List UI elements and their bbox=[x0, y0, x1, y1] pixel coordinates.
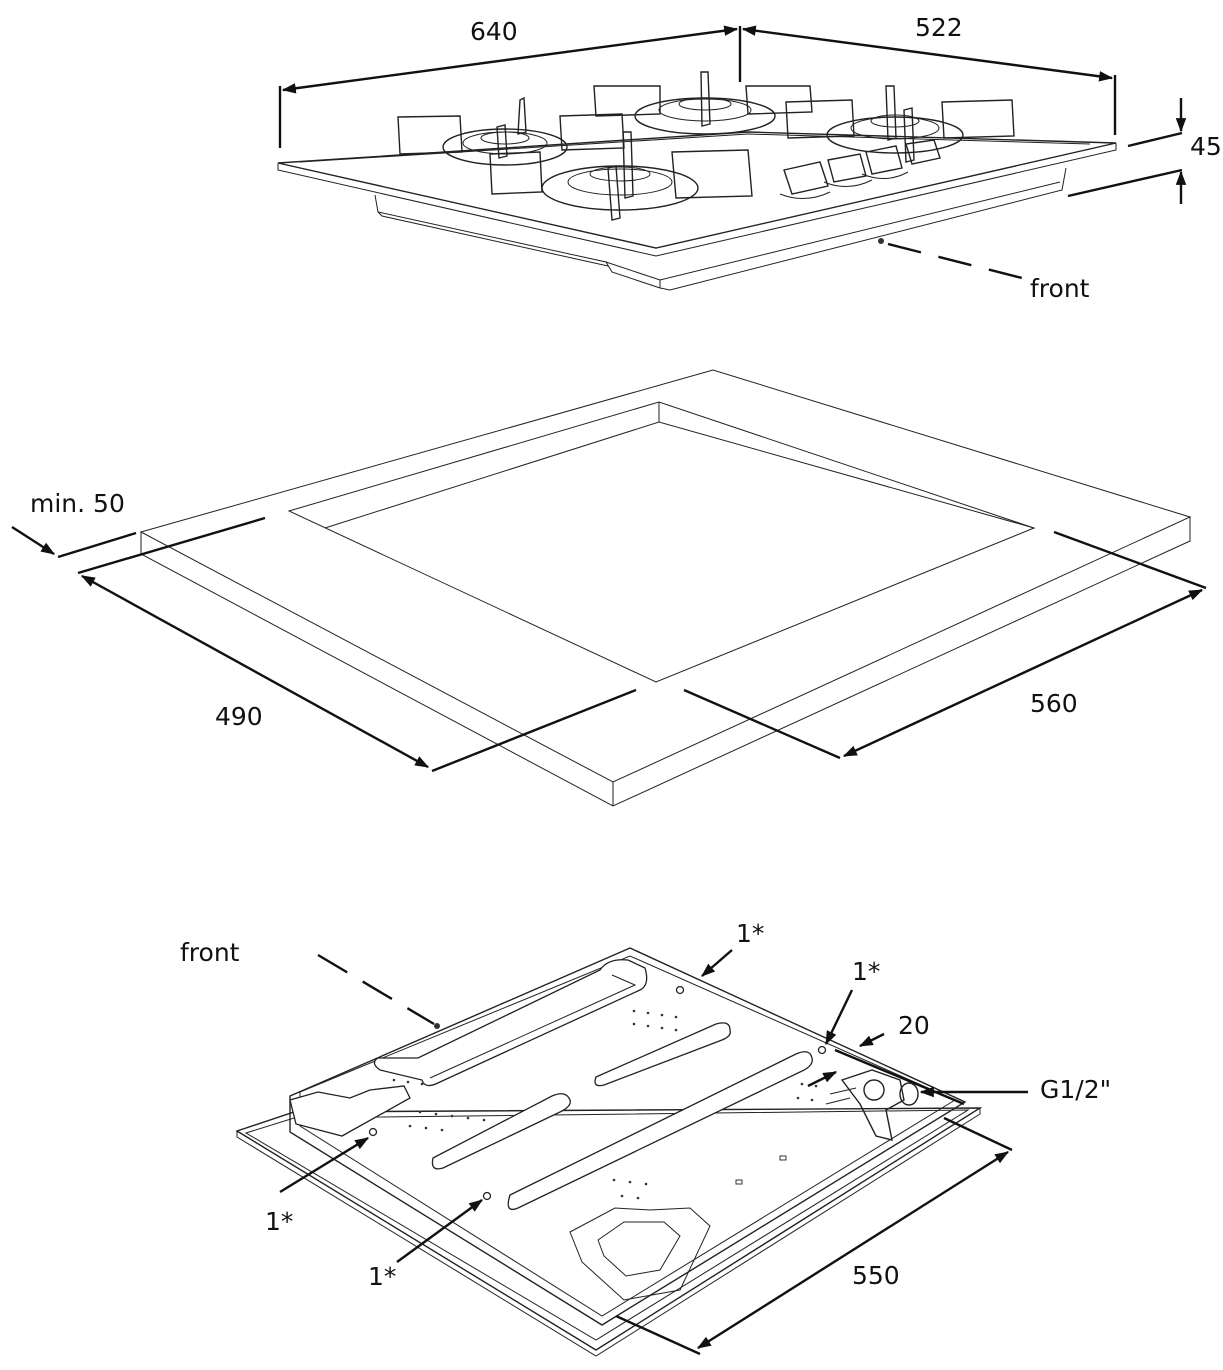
cutout-width-label: 560 bbox=[1030, 689, 1078, 718]
min-distance-label: min. 50 bbox=[30, 489, 125, 518]
hob-bottom-view: front 1* 1* 1* 1* 20 G1/2" bbox=[180, 919, 1111, 1357]
hob-height-label: 45 bbox=[1190, 132, 1222, 161]
fixing-callout-top: 1* bbox=[701, 919, 764, 977]
hob-bottom-vents bbox=[392, 1009, 818, 1200]
fixing-label-2: 1* bbox=[852, 957, 880, 986]
dimension-640: 640 bbox=[278, 17, 742, 148]
front-label-bottom: front bbox=[180, 938, 240, 967]
burner-front bbox=[489, 131, 753, 221]
burner-left bbox=[397, 96, 625, 166]
front-marker-top: front bbox=[878, 238, 1090, 303]
dimension-min-50: min. 50 bbox=[11, 489, 137, 559]
gas-side-depth-label: 550 bbox=[852, 1261, 900, 1290]
gas-connection-label: G1/2" bbox=[1040, 1075, 1111, 1104]
hob-top-view: 640 522 45 front bbox=[277, 13, 1222, 303]
burner-top bbox=[593, 71, 813, 135]
burner-right bbox=[785, 85, 1015, 163]
gas-connection-callout: G1/2" bbox=[919, 1075, 1111, 1104]
gas-inlet-offset-label: 20 bbox=[898, 1011, 930, 1040]
gas-inlet-fitting bbox=[825, 1069, 919, 1141]
dimension-550: 550 bbox=[615, 1116, 1013, 1356]
fixing-callout-bottom: 1* bbox=[368, 1199, 483, 1291]
hob-glass-plate bbox=[277, 131, 1117, 257]
hob-depth-label: 522 bbox=[915, 13, 963, 42]
cutout-depth-label: 490 bbox=[215, 702, 263, 731]
dimension-490: 490 bbox=[77, 516, 637, 773]
fixing-callout-right: 1* bbox=[824, 957, 880, 1046]
fixing-label-4: 1* bbox=[368, 1262, 396, 1291]
hob-bottom-glass-frame bbox=[235, 1107, 983, 1357]
fixing-holes bbox=[368, 985, 827, 1201]
hob-base-box bbox=[374, 167, 1067, 291]
hob-width-label: 640 bbox=[470, 17, 518, 46]
dimension-45: 45 bbox=[1067, 98, 1222, 204]
front-label-top: front bbox=[1030, 274, 1090, 303]
cutout-opening bbox=[287, 401, 1036, 683]
hob-bottom-ribs bbox=[289, 959, 813, 1301]
dimension-522: 522 bbox=[741, 13, 1117, 135]
fixing-callout-left: 1* bbox=[265, 1136, 369, 1236]
fixing-label-3: 1* bbox=[265, 1207, 293, 1236]
worktop-cutout-view: min. 50 490 560 bbox=[11, 369, 1207, 807]
dimension-560: 560 bbox=[683, 530, 1207, 760]
worktop-slab bbox=[139, 369, 1192, 807]
fixing-label-1: 1* bbox=[736, 919, 764, 948]
control-knobs bbox=[779, 139, 941, 199]
dimension-20: 20 bbox=[807, 1011, 965, 1106]
front-marker-bottom: front bbox=[180, 938, 440, 1029]
